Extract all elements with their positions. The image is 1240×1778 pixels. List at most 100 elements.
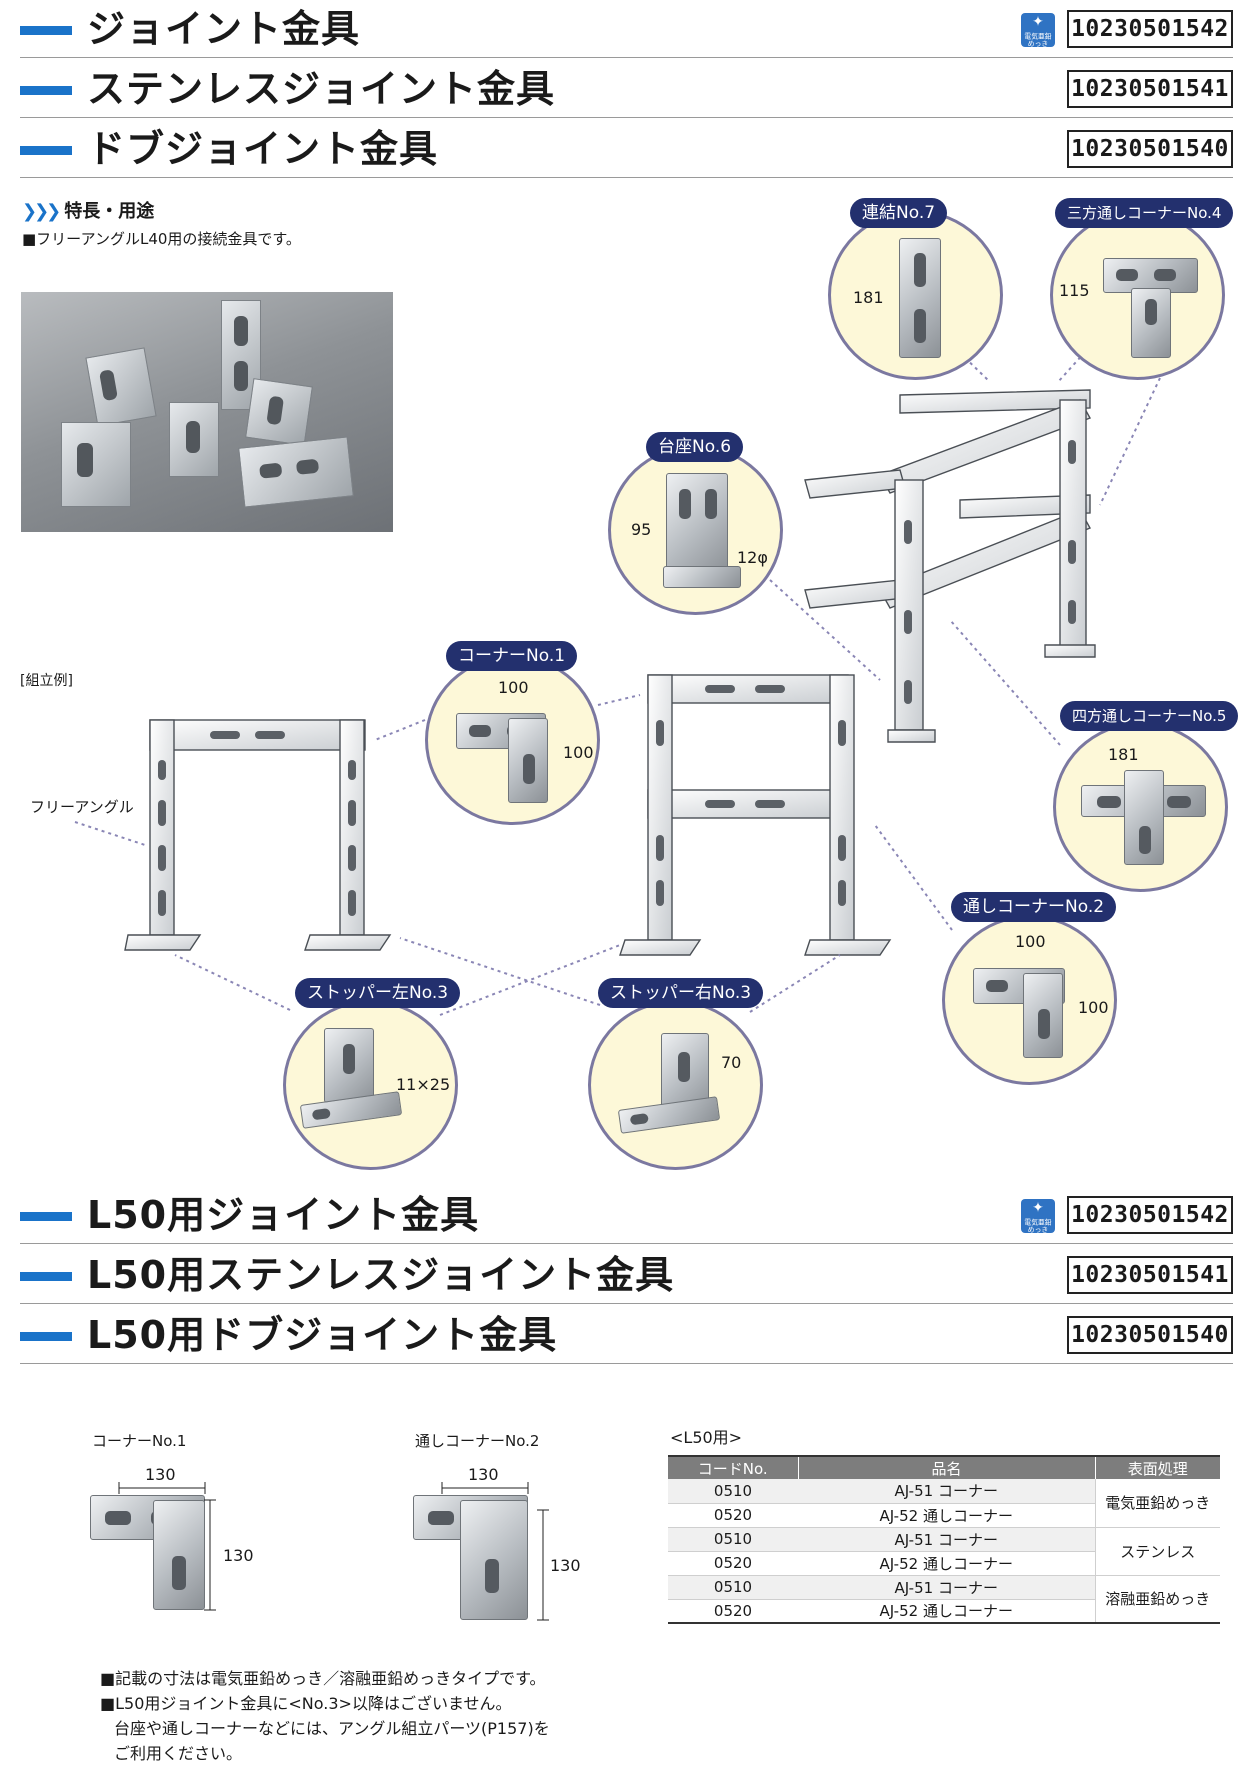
circle-sanpo: 115 [1050, 210, 1225, 380]
note-line: ■L50用ジョイント金具に<No.3>以降はございません。 [100, 1694, 512, 1713]
dim-label: 130 [223, 1546, 254, 1565]
dim-label: 130 [550, 1556, 581, 1575]
leader-corner-right [597, 694, 641, 706]
note-line: ご利用ください。 [114, 1744, 243, 1763]
product-code: 10230501541 [1067, 1256, 1233, 1294]
leader-stopper-r-right [749, 954, 841, 1013]
label-corner: コーナーNo.1 [446, 641, 578, 671]
leader-free-angle [74, 821, 146, 846]
plating-badge-icon: ✦電気亜鉛めっき [1021, 13, 1055, 48]
finish-cell: 溶融亜鉛めっき [1094, 1575, 1220, 1624]
label-shiho: 四方通しコーナーNo.5 [1060, 701, 1239, 731]
label-toshi: 通しコーナーNo.2 [951, 892, 1117, 922]
dim-label: 100 [1078, 998, 1109, 1017]
finish-cell: 電気亜鉛めっき [1094, 1479, 1220, 1528]
title-row-joint: ジョイント金具 ✦電気亜鉛めっき 10230501542 [20, 0, 1233, 58]
label-stopper-right: ストッパー右No.3 [598, 978, 764, 1008]
title-bar [20, 86, 72, 95]
l50-corner-caption: コーナーNo.1 [92, 1432, 187, 1450]
left-frame-foot-left [124, 934, 202, 951]
right-frame-diag-lower [879, 509, 1091, 609]
title-text: L50用ドブジョイント金具 [87, 1313, 558, 1357]
title-text: L50用ステンレスジョイント金具 [87, 1253, 675, 1297]
right-frame-foot-front [887, 729, 936, 743]
title-bar [20, 1212, 72, 1221]
title-bar [20, 146, 72, 155]
product-code: 10230501540 [1067, 130, 1233, 168]
title-text: ステンレスジョイント金具 [87, 67, 556, 111]
label-daiza: 台座No.6 [646, 432, 744, 462]
dim-label: 130 [468, 1465, 499, 1484]
leader-shiho [949, 619, 1061, 746]
left-frame-foot-right [304, 934, 392, 951]
title-row-l50-dobu: L50用ドブジョイント金具 10230501540 [20, 1306, 1233, 1364]
title-row-l50-joint: L50用ジョイント金具 ✦電気亜鉛めっき 10230501542 [20, 1186, 1233, 1244]
note-line: ■記載の寸法は電気亜鉛めっき／溶融亜鉛めっきタイプです。 [100, 1669, 546, 1688]
dim-label: 100 [498, 678, 529, 697]
finish-cell: ステンレス [1094, 1527, 1220, 1576]
dim-label: 100 [563, 743, 594, 762]
circle-stopper-right: 70 [588, 1000, 763, 1170]
circle-renketsu: 181 [828, 210, 1003, 380]
note-line: 台座や通しコーナーなどには、アングル組立パーツ(P157)を [114, 1719, 550, 1738]
table-header-code: コードNo. [668, 1456, 799, 1479]
features-description: ■フリーアングルL40用の接続金具です。 [22, 230, 301, 248]
free-angle-label: フリーアングル [30, 798, 134, 816]
label-stopper-left: ストッパー左No.3 [295, 978, 461, 1008]
badge-text: 電気亜鉛めっき [1024, 32, 1052, 48]
leader-stopper-r-left [399, 937, 601, 1006]
dim-label: 11×25 [396, 1075, 451, 1094]
dim-label: 100 [1015, 932, 1046, 951]
dim-label: 181 [1108, 745, 1139, 764]
table-caption: <L50用> [670, 1428, 743, 1447]
product-photo [21, 292, 393, 532]
title-text: L50用ジョイント金具 [87, 1193, 480, 1237]
dim-label: 70 [721, 1053, 742, 1072]
leader-sanpo-lower [1099, 377, 1161, 506]
title-row-stainless: ステンレスジョイント金具 10230501541 [20, 60, 1233, 118]
circle-stopper-left: 11×25 [283, 1000, 458, 1170]
dim-label: 12φ [737, 548, 768, 567]
plating-badge-icon: ✦電気亜鉛めっき [1021, 1199, 1055, 1234]
product-code: 10230501542 [1067, 1196, 1233, 1234]
l50-corner-drawing: 130 130 [85, 1465, 285, 1630]
chevron-right-icon: ❯❯❯ [22, 201, 61, 222]
right-frame-arm-upper [804, 469, 906, 499]
title-bar [20, 1272, 72, 1281]
leader-stopper-l-right [439, 944, 621, 1016]
title-row-l50-stainless: L50用ステンレスジョイント金具 10230501541 [20, 1246, 1233, 1304]
mid-frame-top [647, 674, 849, 704]
mid-frame-foot-right [804, 939, 892, 956]
title-row-dobu: ドブジョイント金具 10230501540 [20, 120, 1233, 178]
right-frame-diag-upper [878, 399, 1092, 494]
right-frame-mid-beam [959, 494, 1091, 519]
label-sanpo: 三方通しコーナーNo.4 [1055, 198, 1234, 228]
title-text: ドブジョイント金具 [87, 127, 439, 171]
dim-label: 130 [145, 1465, 176, 1484]
product-code: 10230501541 [1067, 70, 1233, 108]
leader-toshi [874, 824, 953, 931]
circle-daiza: 95 12φ [608, 445, 783, 615]
leader-stopper-l-left [174, 954, 291, 1011]
right-frame-foot-back [1044, 644, 1096, 658]
mid-frame-foot-left [619, 939, 702, 956]
title-bar [20, 1332, 72, 1341]
label-renketsu: 連結No.7 [850, 198, 948, 228]
table-header-name: 品名 [798, 1456, 1096, 1479]
assembly-diagram [74, 347, 1161, 1016]
circle-corner: 100 100 [425, 655, 600, 825]
table-header-finish: 表面処理 [1095, 1456, 1220, 1479]
dim-label: 95 [631, 520, 652, 539]
circle-shiho: 181 [1053, 722, 1228, 892]
leader-corner-left [374, 719, 426, 741]
dim-label: 115 [1059, 281, 1090, 300]
l50-toshi-drawing: 130 130 [408, 1465, 608, 1630]
right-frame-top-beam [899, 389, 1091, 414]
l50-toshi-caption: 通しコーナーNo.2 [415, 1432, 540, 1450]
